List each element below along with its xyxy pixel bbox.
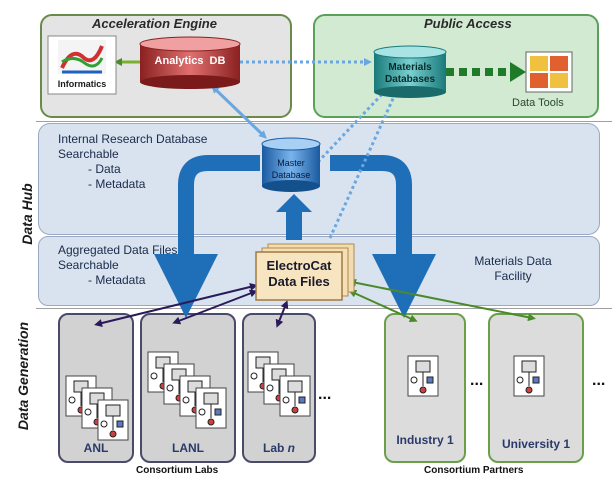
internal-data: - Data (88, 162, 121, 176)
flow-arrow-left (154, 155, 260, 318)
acceleration-engine-title: Acceleration Engine (92, 16, 217, 31)
flow-arrow-right (330, 155, 436, 318)
university-upload-arrow (348, 278, 536, 322)
anl-upload-arrow (94, 283, 258, 327)
dotted-electrocat-to-materials (328, 91, 398, 239)
electrocat-line-2: Data Files (268, 274, 330, 289)
partner-label-university: University 1 (501, 437, 571, 451)
lab-n-suffix: n (287, 441, 295, 455)
partner-upload-arrows (348, 278, 536, 322)
lab-label-anl: ANL (83, 441, 109, 455)
materials-db-line-1: Materials (388, 62, 432, 73)
aggregated-title: Aggregated Data Files (58, 243, 178, 257)
electrocat-label: ElectroCat Data Files (256, 258, 342, 290)
workstation-icon (195, 387, 227, 429)
workstation-icon (97, 399, 129, 441)
analytics-db-label: Analytics DB (154, 55, 226, 67)
industry-upload-arrow (348, 290, 418, 322)
facility-line-1: Materials Data (474, 254, 552, 268)
analytics-master-link (211, 85, 267, 139)
lanl-upload-arrow (172, 289, 258, 325)
informatics-tile (47, 35, 117, 95)
data-tools-tile (525, 51, 573, 93)
generation-divider (36, 308, 612, 309)
informatics-label: Informatics (57, 79, 107, 89)
electrocat-line-1: ElectroCat (266, 258, 332, 273)
electrocat-files-stack (255, 243, 355, 301)
public-access-title: Public Access (424, 16, 512, 31)
hub-divider (36, 121, 612, 122)
materials-db-line-2: Databases (384, 74, 436, 85)
up-arrow-to-master (276, 194, 312, 240)
lab-ellipsis: ... (318, 386, 332, 403)
workstation-icon (279, 375, 311, 417)
dotted-master-to-materials (316, 87, 389, 164)
internal-research-title: Internal Research Database (58, 132, 208, 146)
partner-label-industry: Industry 1 (396, 433, 454, 447)
partner-ellipsis: ... (470, 372, 484, 389)
internal-searchable: Searchable (58, 147, 119, 161)
labn-upload-arrow (275, 300, 289, 328)
master-db-label: Master Database (262, 157, 320, 181)
dotted-connectors (240, 58, 398, 239)
lab-n-prefix: Lab (262, 441, 288, 455)
lab-label-lanl: LANL (172, 441, 204, 455)
master-db-line-2: Database (271, 170, 311, 180)
master-db-cylinder (261, 137, 321, 192)
partner-box-university (488, 313, 584, 463)
workstation-icons (65, 351, 545, 441)
hub-flow-arrows (154, 155, 436, 318)
workstation-icon (407, 355, 439, 397)
lab-upload-arrows (94, 283, 289, 328)
analytics-db-cylinder (139, 36, 241, 89)
aggregated-searchable: Searchable (58, 258, 119, 272)
materials-db-label: Materials Databases (374, 62, 446, 86)
internal-metadata: - Metadata (88, 177, 146, 191)
consortium-labs-caption: Consortium Labs (136, 465, 219, 476)
partner-ellipsis-right: ... (592, 372, 606, 389)
data-tools-label: Data Tools (512, 97, 564, 109)
consortium-partners-caption: Consortium Partners (424, 465, 524, 476)
internal-research-text: Internal Research Database Searchable - … (58, 132, 207, 192)
materials-db-cylinder (373, 45, 447, 98)
master-db-line-1: Master (277, 158, 305, 168)
materials-to-tools-arrowhead (510, 62, 526, 82)
workstation-icon (513, 355, 545, 397)
lab-label-n: Lab n (242, 441, 316, 455)
